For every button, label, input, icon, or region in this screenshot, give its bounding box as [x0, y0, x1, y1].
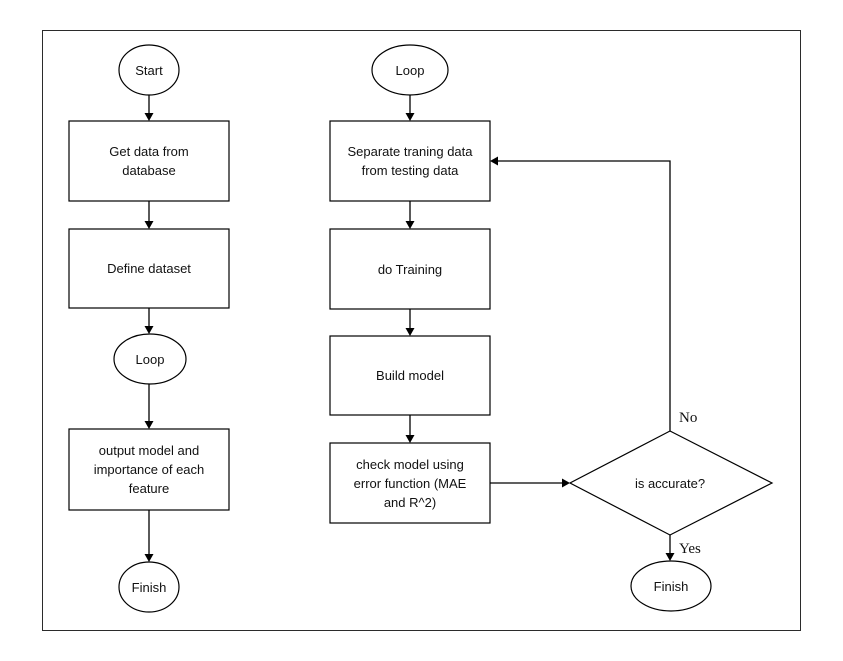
edge-loop-to-separate-data-arrowhead: [405, 113, 415, 121]
edge-start-to-get-data-arrowhead: [144, 113, 154, 121]
loop-right-node-shape: [371, 44, 449, 96]
edge-loop-to-output-model-arrowhead: [144, 421, 154, 429]
edge-separate-data-to-do-training-arrowhead: [405, 221, 415, 229]
define-dataset-node-shape: [68, 228, 230, 309]
outer-frame: [42, 30, 801, 631]
edge-no-to-separate-data-arrowhead: [490, 156, 498, 166]
separate-data-node-shape: [329, 120, 491, 202]
get-data-node-shape: [68, 120, 230, 202]
edge-yes-to-finish-arrowhead: [665, 553, 675, 561]
edge-define-dataset-to-loop-arrowhead: [144, 326, 154, 334]
output-model-node-shape: [68, 428, 230, 511]
edge-check-model-to-is-accurate-arrowhead: [562, 478, 570, 488]
check-model-node-shape: [329, 442, 491, 524]
loop-left-node-shape: [113, 333, 187, 385]
is-accurate-node-shape: [568, 430, 774, 536]
edge-do-training-to-build-model-arrowhead: [405, 328, 415, 336]
do-training-node-shape: [329, 228, 491, 310]
start-node-shape: [118, 44, 180, 96]
edge-build-model-to-check-model-arrowhead: [405, 435, 415, 443]
edge-output-model-to-finish-arrowhead: [144, 554, 154, 562]
finish-left-node-shape: [118, 561, 180, 613]
edge-no-to-separate-data: [498, 160, 671, 431]
build-model-node-shape: [329, 335, 491, 416]
finish-right-node-shape: [630, 560, 712, 612]
edge-get-data-to-define-dataset-arrowhead: [144, 221, 154, 229]
